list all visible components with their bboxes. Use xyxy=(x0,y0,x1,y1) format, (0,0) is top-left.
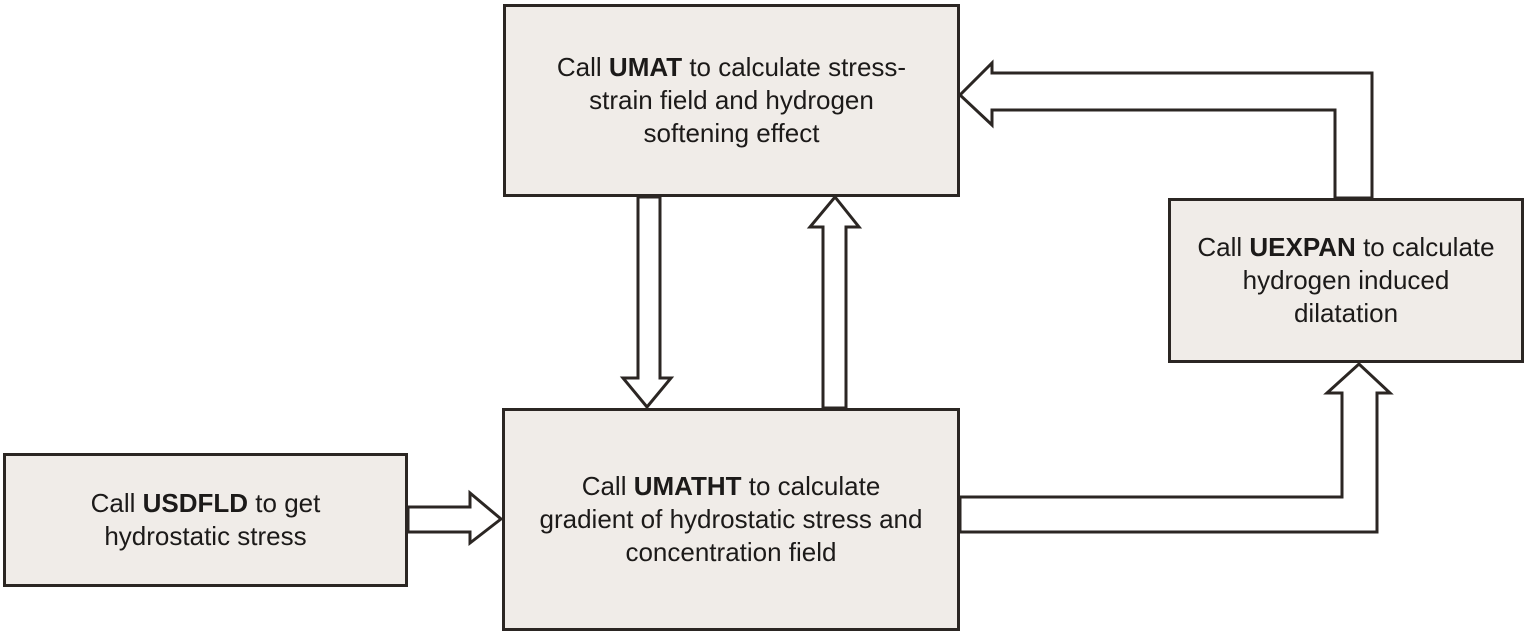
node-usdfld-line2: hydrostatic stress xyxy=(104,521,307,551)
node-uexpan-keyword: UEXPAN xyxy=(1249,232,1356,262)
node-umatht-line2: gradient of hydrostatic stress and xyxy=(539,504,923,534)
node-usdfld-keyword: USDFLD xyxy=(142,488,249,518)
arrow-umatht-to-umat xyxy=(806,194,863,410)
node-uexpan-call: Call xyxy=(1197,232,1250,262)
node-umat-line3: softening effect xyxy=(643,118,820,148)
node-usdfld-line1: to get xyxy=(248,488,321,518)
node-umatht-keyword: UMATHT xyxy=(633,471,742,501)
node-umatht-line1: to calculate xyxy=(741,471,881,501)
node-uexpan-line1: to calculate xyxy=(1355,232,1495,262)
node-umatht: Call UMATHT to calculate gradient of hyd… xyxy=(502,408,960,631)
node-umat-text: Call UMAT to calculate stress- strain fi… xyxy=(557,51,906,150)
node-umat-line1: to calculate stress- xyxy=(682,52,907,82)
node-umat-keyword: UMAT xyxy=(608,52,683,82)
node-umatht-text: Call UMATHT to calculate gradient of hyd… xyxy=(540,470,923,569)
arrow-usdfld-to-umatht xyxy=(406,489,504,547)
node-umatht-call: Call xyxy=(581,471,634,501)
node-uexpan: Call UEXPAN to calculate hydrogen induce… xyxy=(1168,198,1524,363)
node-umat: Call UMAT to calculate stress- strain fi… xyxy=(503,4,960,197)
arrow-umat-to-umatht xyxy=(619,195,675,410)
node-uexpan-text: Call UEXPAN to calculate hydrogen induce… xyxy=(1197,231,1494,330)
node-uexpan-line2: hydrogen induced xyxy=(1242,265,1450,295)
arrow-umatht-to-uexpan xyxy=(958,361,1394,534)
node-usdfld: Call USDFLD to get hydrostatic stress xyxy=(3,453,408,587)
arrow-uexpan-to-umat xyxy=(957,59,1374,200)
node-usdfld-text: Call USDFLD to get hydrostatic stress xyxy=(91,487,321,553)
node-umat-call: Call xyxy=(556,52,609,82)
node-umatht-line3: concentration field xyxy=(625,537,837,567)
node-usdfld-call: Call xyxy=(90,488,143,518)
node-uexpan-line3: dilatation xyxy=(1293,298,1399,328)
node-umat-line2: strain field and hydrogen xyxy=(589,85,874,115)
